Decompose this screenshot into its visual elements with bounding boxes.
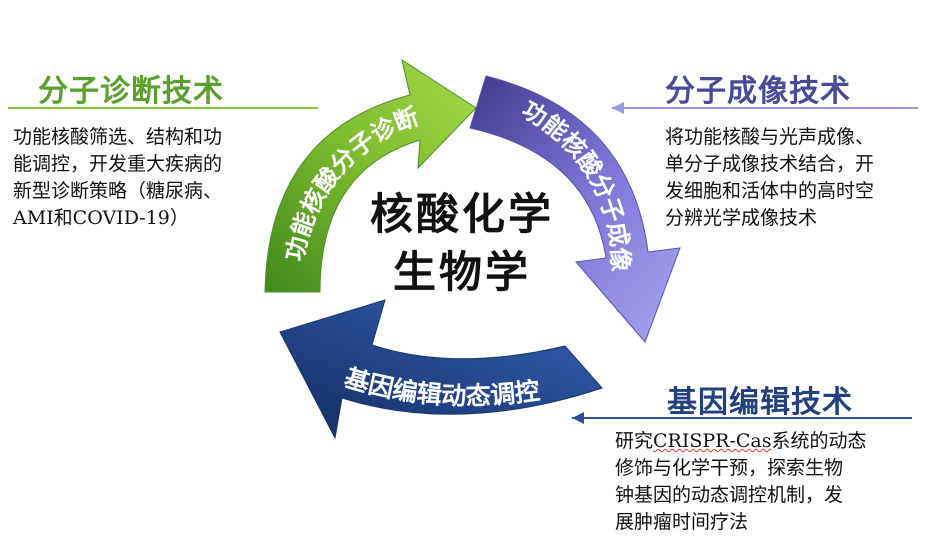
center-title-line2: 生物学: [393, 248, 531, 298]
center-title-line1: 核酸化学: [370, 190, 554, 240]
imaging-line: 将功能核酸与光声成像、: [665, 126, 875, 148]
diagnosis-line: AMI和COVID-19）: [13, 207, 189, 229]
diagnosis-line: 能调控，开发重大疾病的: [13, 153, 223, 175]
editing-description: 研究CRISPR-Cas系统的动态 修饰与化学干预，探索生物 钟基因的动态调控机…: [615, 428, 867, 536]
imaging-arrow: [469, 75, 681, 343]
diagnosis-description: 功能核酸筛选、结构和功 能调控，开发重大疾病的 新型诊断策略（糖尿病、 AMI和…: [13, 124, 222, 232]
editing-line: 钟基因的动态调控机制，发: [615, 484, 844, 506]
diagnosis-line: 功能核酸筛选、结构和功: [13, 126, 223, 148]
editing-line-prefix: 研究: [615, 430, 654, 452]
editing-line: 展肿瘤时间疗法: [615, 511, 749, 533]
imaging-line: 单分子成像技术结合，开: [665, 153, 875, 175]
center-title: 核酸化学 生物学: [352, 186, 572, 302]
editing-line: 研究CRISPR-Cas系统的动态: [615, 428, 867, 455]
imaging-heading: 分子成像技术: [665, 74, 851, 109]
editing-heading: 基因编辑技术: [667, 385, 853, 420]
imaging-connector-arrowhead: [612, 102, 624, 114]
editing-connector-arrowhead: [572, 412, 584, 424]
imaging-line: 分辨光学成像技术: [665, 207, 818, 229]
gene-editing-arrow: [279, 299, 603, 440]
imaging-description: 将功能核酸与光声成像、 单分子成像技术结合，开 发细胞和活体中的高时空 分辨光学…: [665, 124, 874, 232]
diagnosis-heading: 分子诊断技术: [38, 74, 224, 109]
imaging-line: 发细胞和活体中的高时空: [665, 180, 875, 202]
diagnosis-arrow: [264, 58, 477, 293]
crispr-term: CRISPR-Cas: [653, 430, 772, 452]
editing-line-suffix: 系统的动态: [771, 430, 867, 452]
diagnosis-line: 新型诊断策略（糖尿病、: [13, 180, 223, 202]
editing-line: 修饰与化学干预，探索生物: [615, 457, 844, 479]
